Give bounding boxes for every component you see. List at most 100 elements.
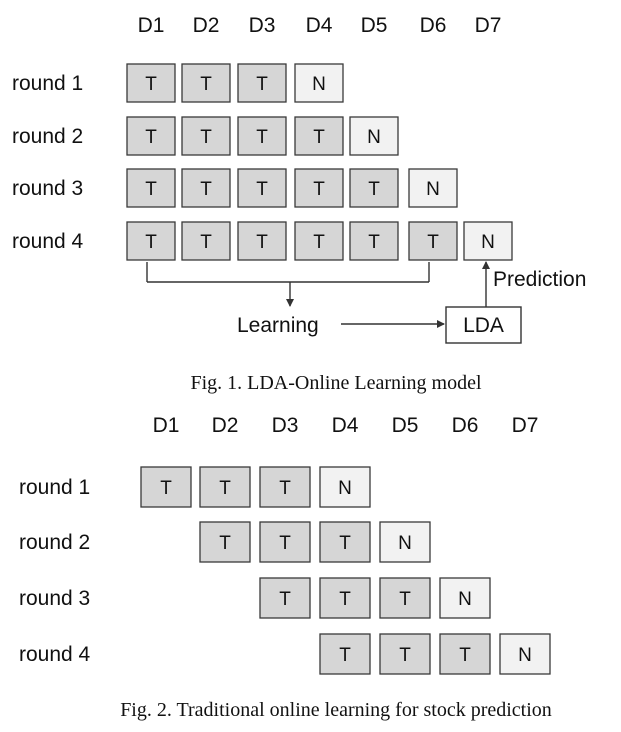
train-cell: T [237,168,287,208]
train-cell: T [379,633,431,675]
column-header: D3 [249,14,276,37]
predict-cell: N [349,116,399,156]
column-header: D2 [193,14,220,37]
cell-box [259,577,311,619]
cell-value: T [399,589,411,610]
train-cell: T [237,221,287,261]
cell-box [140,466,192,508]
cell-value: T [145,74,157,95]
prediction-label: Prediction [493,268,586,291]
cell-box [349,168,399,208]
learning-bracket [146,262,430,307]
cell-box [294,168,344,208]
cell-value: T [339,589,351,610]
predict-cell: N [294,63,344,103]
predict-cell: N [408,168,458,208]
round-label: round 3 [19,587,90,610]
cell-value: T [339,645,351,666]
train-cell: T [319,521,371,563]
cell-box [319,633,371,675]
cell-box [408,168,458,208]
lda-box: LDA [445,306,522,344]
train-cell: T [126,116,176,156]
cell-box [259,521,311,563]
column-header: D1 [138,14,165,37]
learning-label: Learning [237,314,319,337]
train-cell: T [181,168,231,208]
column-header: D6 [420,14,447,37]
train-cell: T [259,466,311,508]
predict-cell: N [499,633,551,675]
cell-box [237,168,287,208]
cell-value: T [313,127,325,148]
cell-value: T [145,179,157,200]
train-cell: T [199,521,251,563]
column-header: D1 [153,414,180,437]
cell-box [439,577,491,619]
cell-box [463,221,513,261]
train-cell: T [349,221,399,261]
cell-value: N [338,478,352,499]
cell-box [349,221,399,261]
round-label: round 2 [19,531,90,554]
predict-cell: N [463,221,513,261]
cell-box [379,577,431,619]
cell-value: T [200,127,212,148]
cell-value: T [256,127,268,148]
cell-box [237,63,287,103]
cell-value: T [279,589,291,610]
train-cell: T [379,577,431,619]
cell-box [379,521,431,563]
cell-value: T [399,645,411,666]
round-label: round 3 [12,177,83,200]
train-cell: T [294,116,344,156]
cell-value: T [219,533,231,554]
column-header: D4 [306,14,333,37]
round-label: round 1 [19,476,90,499]
predict-cell: N [439,577,491,619]
cell-value: T [368,232,380,253]
fig1-column-headers: D1 D2 D3 D4 D5 D6 D7 [138,14,502,37]
cell-box [181,168,231,208]
cell-value: N [518,645,532,666]
cell-value: T [368,179,380,200]
cell-value: T [219,478,231,499]
column-header: D7 [475,14,502,37]
cell-box [439,633,491,675]
fig2-caption: Fig. 2. Traditional online learning for … [120,699,552,721]
cell-value: N [398,533,412,554]
cell-box [181,63,231,103]
cell-box [237,116,287,156]
cell-value: T [160,478,172,499]
column-header: D5 [392,414,419,437]
round-row: round 2 T T T N [19,521,431,563]
column-header: D4 [332,414,359,437]
column-header: D5 [361,14,388,37]
cell-box [181,221,231,261]
train-cell: T [439,633,491,675]
train-cell: T [181,221,231,261]
cell-box [349,116,399,156]
cell-box [319,521,371,563]
cell-value: N [481,232,495,253]
column-header: D3 [272,414,299,437]
cell-value: T [339,533,351,554]
cell-value: T [256,179,268,200]
train-cell: T [259,521,311,563]
train-cell: T [349,168,399,208]
cell-value: T [145,232,157,253]
cell-box [499,633,551,675]
cell-box [294,63,344,103]
cell-box [126,63,176,103]
fig1-caption: Fig. 1. LDA-Online Learning model [190,372,481,394]
cell-box [126,168,176,208]
cell-box [237,221,287,261]
cell-box [294,116,344,156]
